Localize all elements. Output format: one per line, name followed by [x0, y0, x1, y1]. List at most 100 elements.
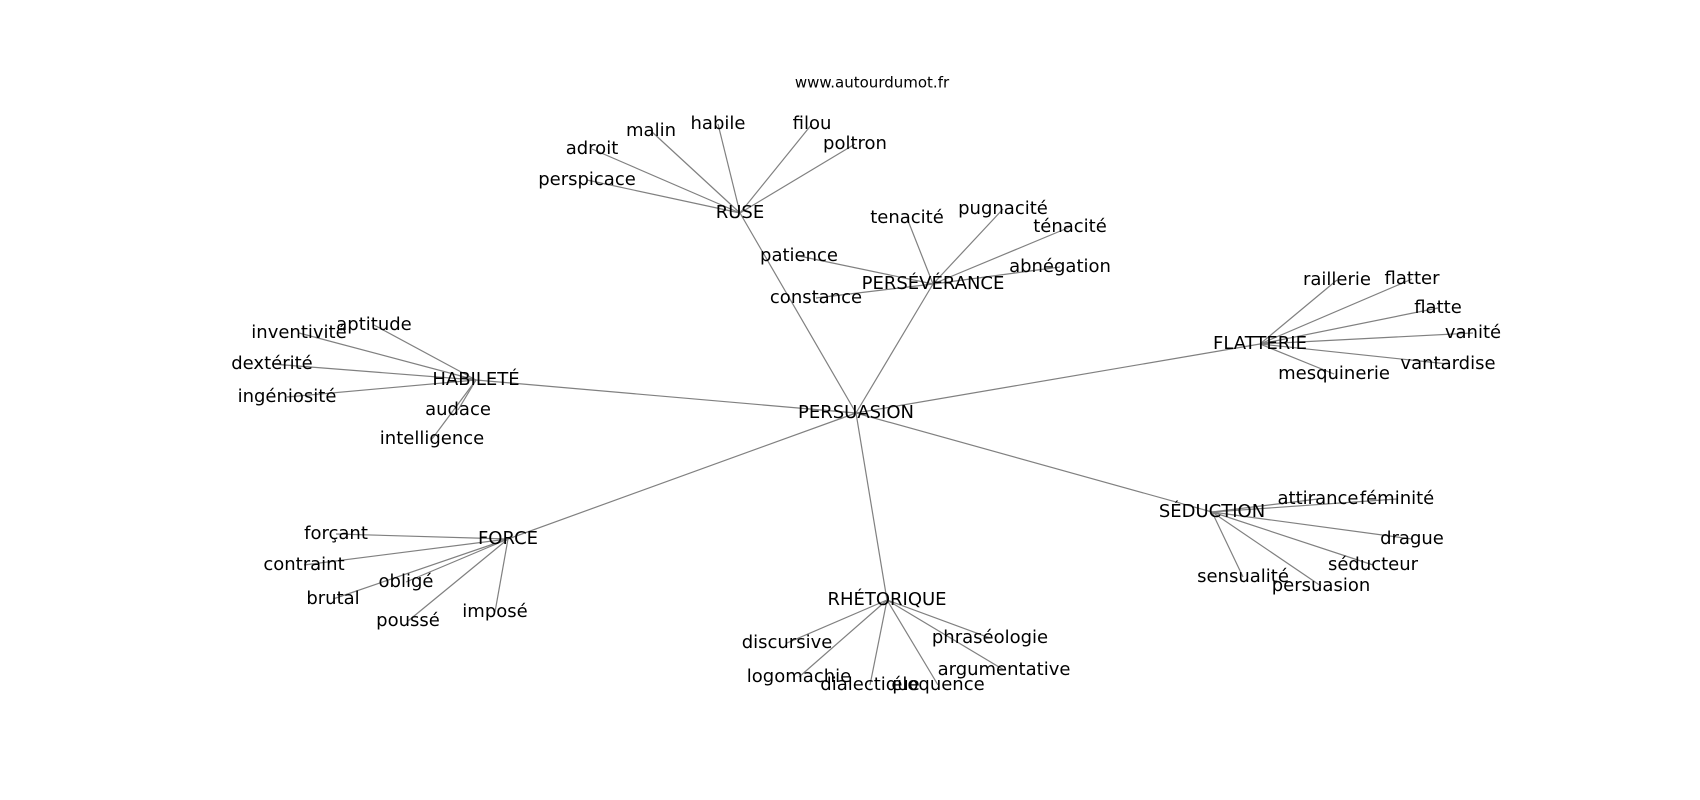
node-brutal: brutal: [306, 588, 359, 609]
node-flatte: flatte: [1414, 297, 1462, 318]
site-url: www.autourdumot.fr: [795, 74, 950, 92]
edge-perseverance-abnegation: [932, 266, 1061, 285]
edge-ruse-poltron: [739, 143, 856, 214]
edges-layer: [271, 123, 1474, 686]
edge-rhetorique-dialectique: [869, 599, 888, 686]
node-filou: filou: [793, 113, 832, 134]
edge-force-oblige: [405, 538, 509, 583]
node-phraseologie: phraséologie: [932, 627, 1048, 648]
node-audace: audace: [425, 399, 491, 420]
edge-center-seduction: [855, 412, 1213, 513]
edge-force-forcant: [335, 533, 509, 540]
edge-seduction-persuasion: [1211, 511, 1322, 587]
edge-habilete-dexterite: [271, 363, 477, 381]
edge-perseverance-tenacite: [906, 217, 934, 285]
edge-perseverance-pugnacite: [932, 208, 1004, 285]
hub-node-ruse: RUSE: [716, 202, 764, 223]
edge-force-impose: [494, 538, 509, 613]
edge-rhetorique-logomachie: [798, 599, 888, 678]
node-forcant: forçant: [304, 523, 368, 544]
edge-center-rhetorique: [855, 412, 888, 601]
edge-center-habilete: [475, 379, 857, 414]
node-logomachie: logomachie: [747, 666, 851, 687]
node-pugnacite: pugnacité: [958, 198, 1048, 219]
node-impose: imposé: [462, 601, 527, 622]
node-tenacite: tenacité: [870, 207, 944, 228]
node-seducteur: séducteur: [1328, 554, 1419, 575]
node-malin: malin: [626, 120, 676, 141]
edge-ruse-malin: [650, 130, 741, 214]
edge-flatterie-flatter: [1259, 278, 1413, 345]
edge-perseverance-patience: [798, 255, 934, 285]
hub-node-seduction: SÉDUCTION: [1159, 500, 1265, 522]
edge-habilete-inventivite: [298, 332, 477, 381]
node-eloquence: éloquence: [891, 674, 984, 695]
node-argumentative: argumentative: [938, 659, 1071, 680]
center-node: PERSUASION: [798, 402, 914, 423]
edge-flatterie-raillerie: [1259, 279, 1338, 345]
edge-seduction-feminite: [1211, 498, 1398, 513]
node-abnegation: abnégation: [1009, 256, 1111, 277]
edge-seduction-drague: [1211, 511, 1413, 540]
edge-center-perseverance: [855, 283, 934, 414]
edge-ruse-perspicace: [586, 179, 741, 214]
edge-perseverance-constance: [815, 283, 934, 299]
node-habile: habile: [691, 113, 746, 134]
hub-node-flatterie: FLATTERIE: [1213, 333, 1307, 354]
edge-rhetorique-eloquence: [886, 599, 939, 686]
edge-ruse-habile: [717, 123, 741, 214]
node-ingeniosite: ingéniosité: [238, 386, 337, 407]
node-aptitude: aptitude: [336, 314, 411, 335]
edge-ruse-adroit: [591, 148, 741, 214]
edge-center-flatterie: [855, 343, 1261, 414]
node-pousse: poussé: [376, 610, 440, 631]
edge-rhetorique-phraseologie: [886, 599, 991, 639]
node-tenacite: ténacité: [1033, 216, 1107, 237]
edge-flatterie-flatte: [1259, 307, 1439, 345]
edge-force-brutal: [332, 538, 509, 600]
edge-rhetorique-argumentative: [886, 599, 1005, 671]
node-oblige: obligé: [379, 571, 434, 592]
edge-habilete-intelligence: [431, 379, 477, 440]
hub-node-force: FORCE: [478, 528, 538, 549]
node-adroit: adroit: [566, 138, 619, 159]
node-dialectique: dialectique: [820, 674, 919, 695]
node-patience: patience: [760, 245, 838, 266]
node-intelligence: intelligence: [380, 428, 484, 449]
edge-seduction-attirance: [1211, 498, 1319, 513]
hub-node-habilete: HABILETÉ: [432, 368, 519, 390]
node-persuasion: persuasion: [1272, 575, 1371, 596]
labels-layer: www.autourdumot.fr malin habile filoupoltr…: [231, 74, 1501, 696]
node-contraint: contraint: [263, 554, 344, 575]
edge-center-ruse: [739, 212, 857, 414]
edge-habilete-aptitude: [373, 324, 477, 381]
node-drague: drague: [1380, 528, 1444, 549]
edge-perseverance-tenacite: [932, 226, 1071, 285]
node-feminite: féminité: [1360, 488, 1435, 509]
node-mesquinerie: mesquinerie: [1278, 363, 1390, 384]
node-perspicace: perspicace: [538, 169, 636, 190]
node-poltron: poltron: [823, 133, 887, 154]
edge-habilete-ingeniosite: [286, 379, 477, 398]
node-sensualite: sensualité: [1197, 566, 1289, 587]
hub-node-rhetorique: RHÉTORIQUE: [827, 588, 946, 610]
edge-flatterie-mesquinerie: [1259, 343, 1335, 375]
edge-rhetorique-discursive: [786, 599, 888, 644]
edge-center-force: [507, 412, 857, 540]
hub-node-perseverance: PERSÉVÉRANCE: [862, 272, 1005, 294]
edge-force-contraint: [303, 538, 509, 566]
edge-seduction-seducteur: [1211, 511, 1374, 566]
node-constance: constance: [770, 287, 862, 308]
node-vanite: vanité: [1445, 322, 1501, 343]
edge-flatterie-vanite: [1259, 332, 1474, 345]
node-discursive: discursive: [742, 632, 833, 653]
node-vantardise: vantardise: [1400, 353, 1495, 374]
edge-force-pousse: [407, 538, 509, 622]
node-attirance: attirance: [1278, 488, 1359, 509]
node-raillerie: raillerie: [1303, 269, 1371, 290]
edge-ruse-filou: [739, 123, 813, 214]
node-inventivite: inventivité: [251, 322, 346, 343]
edge-seduction-sensualite: [1211, 511, 1244, 578]
node-dexterite: dextérité: [231, 353, 313, 374]
